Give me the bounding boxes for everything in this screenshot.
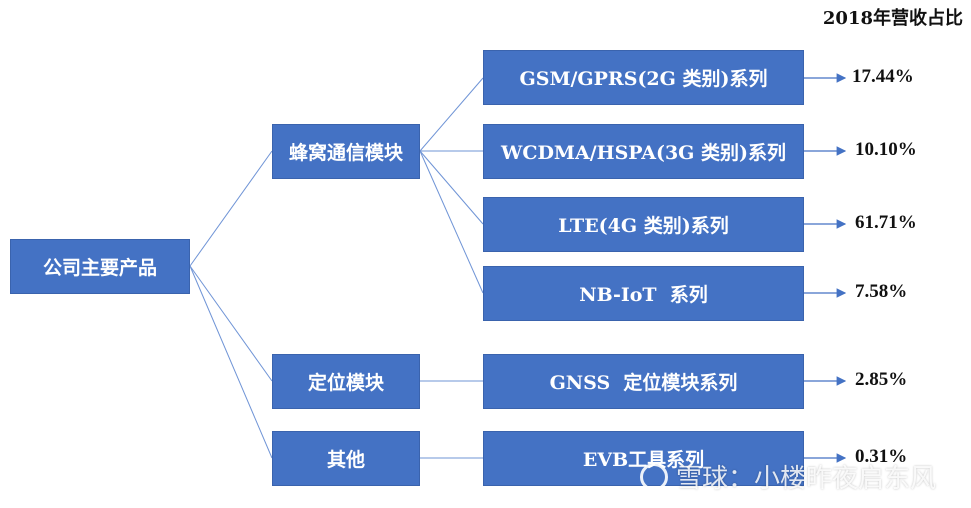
pct-2g: 17.44% bbox=[852, 66, 914, 87]
watermark-text: 雪球：小楼昨夜启东风 bbox=[676, 464, 937, 494]
item-evb-box: EVB工具系列 bbox=[483, 431, 804, 486]
connector-cellular-nbiot bbox=[419, 150, 484, 294]
pct-gnss: 2.85% bbox=[855, 369, 908, 390]
connector-root-positioning bbox=[189, 265, 273, 382]
pct-evb: 0.31% bbox=[855, 446, 908, 467]
watermark: 雪球：小楼昨夜启东风 bbox=[640, 458, 936, 495]
item-gnss-box: GNSS 定位模块系列 bbox=[483, 354, 804, 409]
pct-3g: 10.10% bbox=[855, 139, 917, 160]
pct-4g: 61.71% bbox=[855, 212, 917, 233]
category-positioning-box: 定位模块 bbox=[272, 354, 420, 409]
connector-cellular-4g bbox=[419, 150, 484, 225]
connector-cellular-2g bbox=[419, 77, 484, 152]
item-2g-box: GSM/GPRS(2G 类别)系列 bbox=[483, 50, 804, 105]
root-box: 公司主要产品 bbox=[10, 239, 190, 294]
category-cellular-box: 蜂窝通信模块 bbox=[272, 124, 420, 179]
connector-root-other bbox=[189, 265, 273, 459]
category-other-box: 其他 bbox=[272, 431, 420, 486]
pct-nbiot: 7.58% bbox=[855, 281, 908, 302]
item-nbiot-box: NB-IoT 系列 bbox=[483, 266, 804, 321]
item-3g-box: WCDMA/HSPA(3G 类别)系列 bbox=[483, 124, 804, 179]
revenue-share-header: 2018年营收占比 bbox=[822, 8, 963, 29]
item-4g-box: LTE(4G 类别)系列 bbox=[483, 197, 804, 252]
snowball-logo-icon bbox=[640, 462, 668, 491]
connector-root-cellular bbox=[189, 150, 273, 267]
